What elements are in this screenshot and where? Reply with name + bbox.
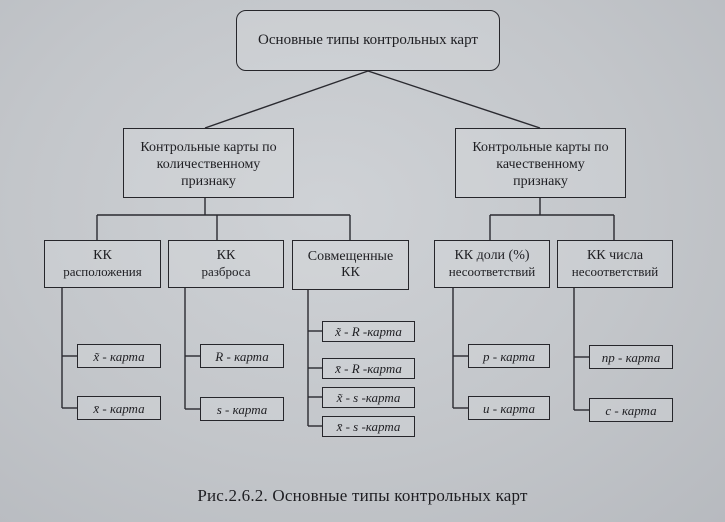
group-quantitative-line1: Контрольные карты по [140, 139, 277, 155]
group-quantitative-line2: количественному [156, 156, 261, 172]
card-spread-r: R - карта [200, 344, 284, 368]
card-combined-mean-s-label: x̄ - s -карта [336, 419, 401, 434]
card-fraction-p-label: p - карта [483, 348, 535, 364]
card-fraction-u-label: u - карта [483, 400, 535, 416]
subgroup-count-line2: несоответствий [571, 264, 659, 279]
card-count-c: c - карта [589, 398, 673, 422]
card-fraction-u: u - карта [468, 396, 550, 420]
root-box: Основные типы контрольных карт [236, 10, 500, 71]
group-qualitative: Контрольные карты по качественному призн… [455, 128, 626, 198]
card-count-np: np - карта [589, 345, 673, 369]
card-combined-median-s: x̃ - s -карта [322, 387, 415, 408]
card-location-mean: x̄ - карта [77, 396, 161, 420]
group-quantitative-line3: признаку [181, 173, 236, 189]
card-spread-r-label: R - карта [215, 348, 269, 364]
subgroup-count: КК числа несоответствий [557, 240, 673, 288]
card-location-median-label: x̃ - карта [93, 348, 145, 364]
subgroup-fraction: КК доли (%) несоответствий [434, 240, 550, 288]
group-quantitative: Контрольные карты по количественному при… [123, 128, 294, 198]
subgroup-location-line1: КК [93, 248, 112, 263]
group-qualitative-line1: Контрольные карты по [472, 139, 609, 155]
card-count-np-label: np - карта [601, 349, 661, 365]
root-label: Основные типы контрольных карт [258, 32, 478, 48]
subgroup-location: КК расположения [44, 240, 161, 288]
card-combined-median-r: x̃ - R -карта [322, 321, 415, 342]
group-qualitative-line3: признаку [513, 173, 568, 189]
subgroup-fraction-line1: КК доли (%) [454, 248, 530, 263]
subgroup-combined-line1: Совмещенные [307, 249, 394, 264]
card-combined-median-s-label: x̃ - s -карта [336, 390, 401, 405]
card-combined-median-r-label: x̃ - R -карта [335, 324, 402, 339]
card-spread-s: s - карта [200, 397, 284, 421]
subgroup-combined: Совмещенные КК [292, 240, 409, 290]
subgroup-count-line1: КК числа [586, 248, 644, 263]
subgroup-spread-line2: разброса [201, 264, 251, 279]
card-fraction-p: p - карта [468, 344, 550, 368]
group-qualitative-line2: качественному [496, 156, 585, 172]
subgroup-spread-line1: КК [216, 248, 236, 263]
subgroup-fraction-line2: несоответствий [448, 264, 536, 279]
card-combined-mean-s: x̄ - s -карта [322, 416, 415, 437]
card-count-c-label: c - карта [605, 402, 657, 418]
subgroup-combined-line2: КК [341, 265, 360, 280]
card-combined-mean-r: x̄ - R -карта [322, 358, 415, 379]
subgroup-spread: КК разброса [168, 240, 284, 288]
card-location-mean-label: x̄ - карта [93, 400, 145, 416]
card-location-median: x̃ - карта [77, 344, 161, 368]
figure-caption: Рис.2.6.2. Основные типы контрольных кар… [197, 486, 528, 505]
card-combined-mean-r-label: x̄ - R -карта [335, 361, 402, 376]
card-spread-s-label: s - карта [216, 401, 268, 417]
subgroup-location-line2: расположения [63, 264, 142, 279]
